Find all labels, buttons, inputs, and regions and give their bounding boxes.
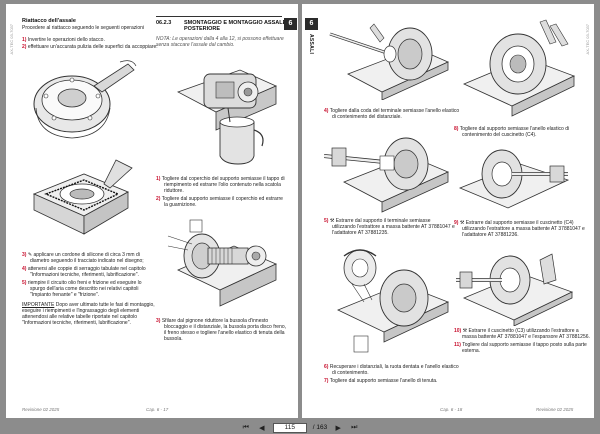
step-9: 9) ⚒ Estrarre dal supporto semiasse il c… xyxy=(454,220,574,226)
step-2: 2) effettuare un'accurata pulizia delle … xyxy=(22,44,158,50)
step-5-r: 5) ⚒ Estrarre dal supporto il terminale … xyxy=(324,218,431,224)
subsection-note: NOTA: Le operazioni dalla 4 alla 12, si … xyxy=(156,36,284,42)
figure-step-5 xyxy=(324,122,450,214)
section-intro: Procedere al riattacco seguendo le segue… xyxy=(22,25,145,31)
figure-step-6 xyxy=(324,240,450,358)
step-4: 4) attenersi alle coppie di serraggio ta… xyxy=(22,266,146,272)
step-r3-line-4: bussola. xyxy=(164,336,183,342)
figure-axle-flange-cleaning xyxy=(24,56,140,148)
figure-hub-disassembly xyxy=(158,216,282,312)
important-note-line-2: eseguire i riempimenti e l'ingrassaggio … xyxy=(22,308,140,314)
step-6-r: 6) Recuperare i distanziali, la ruota de… xyxy=(324,364,459,370)
subsection-note-2: senza staccare l'assale dal cambio. xyxy=(156,42,235,48)
puller-icon: ⚒ xyxy=(329,218,335,224)
last-page-icon[interactable]: ⏭ xyxy=(351,423,358,431)
section-title: Riattacco dell'assale xyxy=(22,18,76,24)
step-3-line-2: diametro seguendo il tracciato indicato … xyxy=(30,258,144,264)
figure-oil-drain xyxy=(158,52,282,170)
step-9-line-2: utilizzando l'estrattore a massa battent… xyxy=(462,226,585,232)
step-5: 5) riempire il circuito olio freni e fri… xyxy=(22,280,142,286)
step-7-r: 7) Togliere dal supporto semiasse l'anel… xyxy=(324,378,438,384)
step-4-line-2: "Informazioni tecniche, riferimenti, lub… xyxy=(30,272,139,278)
puller-icon-3: ⚒ xyxy=(462,328,468,334)
step-8: 8) Togliere dal supporto semiasse l'anel… xyxy=(454,126,570,132)
left-footer-page: Cap. 6 - 17 xyxy=(146,407,169,412)
current-page-input[interactable]: 115 xyxy=(272,422,307,433)
step-5-line-3: "Impianto frenante" e "frizione". xyxy=(30,292,100,298)
important-note-line-4: "Informazioni tecniche, riferimenti, lub… xyxy=(22,320,131,326)
step-r2: 2) Togliere dal supporto semiasse il cop… xyxy=(156,196,283,202)
step-3: 3) ✎ applicare un cordone di silicone di… xyxy=(22,252,140,258)
important-note: IMPORTANTE Dopo aver ultimato tutte le f… xyxy=(22,302,155,308)
right-side-tag: AX-TEC 03-7037 xyxy=(585,24,590,55)
step-10: 10) ⚒ Estrarre il cuscinetto (C3) utiliz… xyxy=(454,328,579,334)
figure-step-10 xyxy=(456,240,580,326)
step-r1: 1) Togliere dal coperchio del supporto s… xyxy=(156,176,285,182)
chapter-tab-right: 6 xyxy=(305,18,318,30)
step-1: 1) Invertire le operazioni dello stacco. xyxy=(22,37,105,43)
step-4-r-line-2: di contenimento del distanziale. xyxy=(332,114,402,120)
first-page-icon[interactable]: ⏮ xyxy=(242,423,249,431)
chapter-tab-left: 6 xyxy=(284,18,297,30)
step-r2-line-2: la guarnizione. xyxy=(164,202,197,208)
step-11: 11) Togliere dal supporto semiasse il ta… xyxy=(454,342,587,348)
right-footer-revision: Revisione 02 2025 xyxy=(536,407,574,412)
step-r3: 3) Sfilare dal pignone riduttore la buss… xyxy=(156,318,269,324)
step-5-r-line-3: l'adattatore AT 37881235. xyxy=(332,230,389,236)
right-page: 6 ASSALI AX-TEC 03-7037 4) Togliere dall… xyxy=(302,4,594,418)
figure-step-9 xyxy=(456,138,580,216)
subsection-title-2: POSTERIORE xyxy=(184,26,221,32)
step-r1-line-2: riempimento ed estrarre l'olio contenuto… xyxy=(164,182,281,188)
step-4-r: 4) Togliere dalla coda del terminale sem… xyxy=(324,108,460,114)
figure-silicone-bead xyxy=(24,154,142,246)
prev-page-icon[interactable]: ◀ xyxy=(259,424,265,432)
step-6-r-line-2: di contenimento. xyxy=(332,370,369,376)
left-side-tag: AX-TEC 03-7037 xyxy=(9,24,14,55)
puller-icon-2: ⚒ xyxy=(459,220,465,226)
step-5-line-2: spurgo dell'aria come descritto nei rela… xyxy=(30,286,139,292)
figure-step-4 xyxy=(324,14,450,100)
subsection-title: SMONTAGGIO E MONTAGGIO ASSALE xyxy=(184,20,287,26)
left-page: AX-TEC 03-7037 Riattacco dell'assale Pro… xyxy=(6,4,298,418)
chapter-side-label: ASSALI xyxy=(308,34,314,55)
figure-step-8 xyxy=(456,14,580,122)
step-5-r-line-2: utilizzando l'estrattore a massa battent… xyxy=(332,224,455,230)
step-11-line-2: esterna. xyxy=(462,348,481,354)
left-footer-revision: Revisione 02 2025 xyxy=(22,407,60,412)
step-r3-line-2: bloccaggio e il distanziale, la bussola … xyxy=(164,324,287,330)
total-pages: / 163 xyxy=(312,424,328,431)
step-8-line-2: contenimento del cuscinetto (C4). xyxy=(462,132,537,138)
next-page-icon[interactable]: ▶ xyxy=(335,424,341,432)
important-note-line-3: attenendosi alle relative tabelle riport… xyxy=(22,314,138,320)
step-r3-line-3: il freno stesso e togliere l'anello elas… xyxy=(164,330,285,336)
step-9-line-3: l'adattatore AT 37881236. xyxy=(462,232,519,238)
step-10-line-2: massa battente AT 37881047 e l'espansore… xyxy=(462,334,590,340)
pencil-icon: ✎ xyxy=(27,252,33,258)
right-footer-page: Cap. 6 - 18 xyxy=(440,407,463,412)
section-rule xyxy=(156,16,282,17)
subsection-number: 06.2.3 xyxy=(156,20,172,26)
step-r1-line-3: riduttore. xyxy=(164,188,184,194)
page-navigation-toolbar: ⏮ ◀ 115 / 163 ▶ ⏭ xyxy=(0,421,600,434)
